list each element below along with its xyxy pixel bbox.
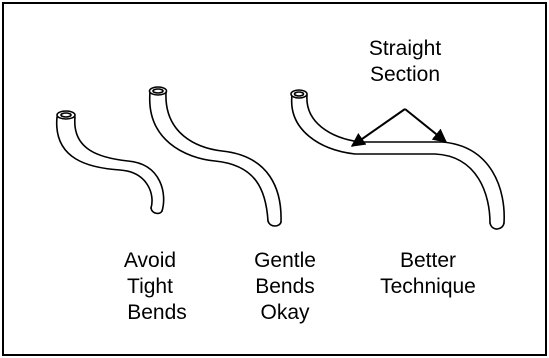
straight-section-line2: Section	[369, 63, 441, 86]
straight-section-arrows	[350, 108, 448, 147]
label-avoid-line1: Avoid	[123, 249, 177, 272]
label-better-technique: Better Technique	[358, 248, 498, 300]
label-gentle-line2: Bends	[255, 275, 315, 298]
tube-gentle-bends	[148, 86, 282, 227]
label-better-line1: Better	[399, 249, 457, 272]
label-gentle-line1: Gentle	[254, 249, 316, 272]
straight-section-label: Straight Section	[350, 36, 460, 88]
tube-tight-bends	[56, 110, 165, 215]
label-gentle-bends-okay: Gentle Bends Okay	[235, 248, 335, 326]
label-avoid-line3: Bends	[127, 301, 187, 324]
label-better-line2: Technique	[380, 275, 476, 298]
label-avoid-line2: Tight	[127, 275, 173, 298]
label-avoid-tight-bends: Avoid Tight Bends	[100, 248, 200, 326]
label-gentle-line3: Okay	[260, 301, 310, 324]
tube-better-technique	[290, 89, 505, 230]
straight-section-line1: Straight	[368, 37, 442, 60]
